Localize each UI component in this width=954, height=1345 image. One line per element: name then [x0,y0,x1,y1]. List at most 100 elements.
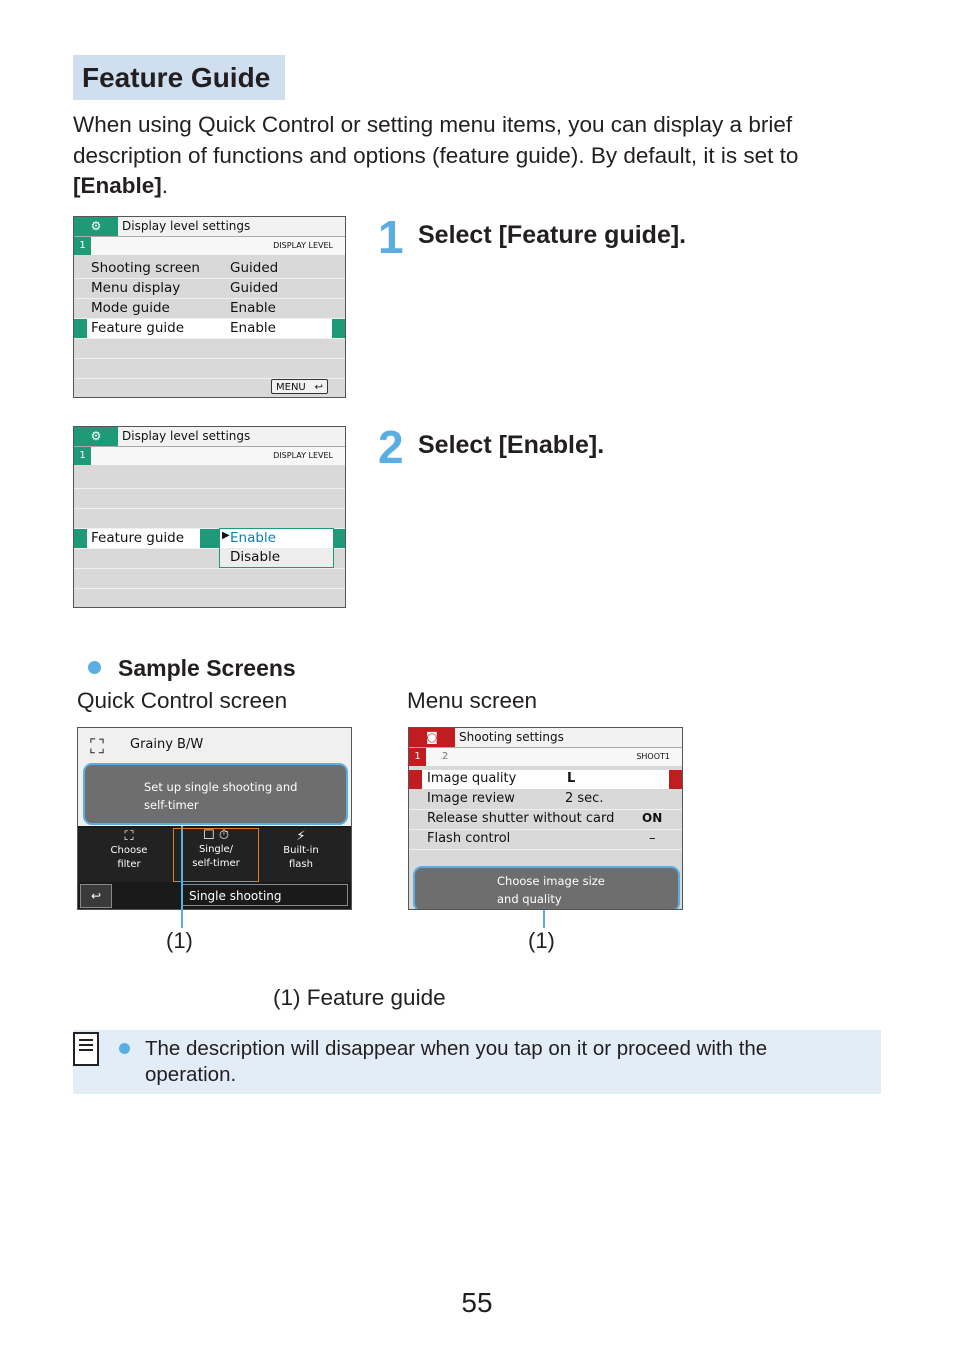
row-value: Enable [230,320,276,336]
callout-label-menu: (1) [528,928,555,953]
menu-row-empty [74,469,345,489]
menu-row[interactable]: Mode guide Enable [74,299,345,319]
menu-back-button[interactable]: MENU ↩ [271,379,328,394]
tab-1[interactable]: 1 [74,447,91,465]
menu-screen-label: Menu screen [407,688,538,713]
row-value: L [567,771,576,786]
step-number-2: 2 [378,421,404,473]
flash-icon: ⚡ [296,829,306,844]
tab-bar: 1 DISPLAY LEVEL [74,447,345,465]
return-icon: ↩ [90,889,102,903]
menu-row[interactable]: Release shutter without card ON [409,810,682,830]
qc-item-filter[interactable]: ⛶ Choose filter [86,830,172,880]
guide-line-2: self-timer [144,798,199,812]
qc-back-button[interactable]: ↩ [80,884,112,908]
menu-header: ◙ Shooting settings [409,728,682,748]
camera-settings-icon: ⚙ [74,427,118,446]
row-label: Shooting screen [91,260,200,276]
qc-item-line1: Built-in [283,845,319,856]
filter-small-icon: ⛶ [124,829,134,844]
menu-row[interactable]: Shooting screen Guided [74,259,345,279]
qc-item-line2: flash [289,859,313,870]
memo-icon [73,1032,99,1066]
menu-row-empty [74,569,345,589]
row-label: Mode guide [91,300,170,316]
note-text: The description will disappear when you … [145,1037,768,1086]
menu-button-label: MENU [276,382,306,393]
menu-tab-1[interactable]: 1 [409,748,426,766]
menu-tab-name: SHOOT1 [636,752,670,761]
callout-line-qc [181,826,183,928]
feature-guide-box: Set up single shooting and self-timer [83,763,348,825]
qc-screen-label: Quick Control screen [77,688,288,713]
callout-line-menu [543,910,545,928]
note-box: The description will disappear when you … [73,1030,881,1094]
row-label: Flash control [427,831,511,846]
qc-item-line2: self-timer [192,858,240,869]
feature-guide-text: Choose image size and quality [497,872,605,908]
self-timer-icon: ☐ ⏱ [203,828,229,843]
filter-name: Grainy B/W [130,737,204,752]
row-value: ON [642,811,663,825]
option-label: Enable [230,530,276,546]
qc-item-flash[interactable]: ⚡ Built-in flash [258,830,344,880]
qc-status: Single shooting [182,884,348,906]
row-label: Feature guide [91,530,185,546]
menu-row-empty [74,489,345,509]
menu-row[interactable]: Menu display Guided [74,279,345,299]
intro-text: When using Quick Control or setting menu… [73,112,799,168]
row-label: Menu display [91,280,181,296]
qc-item-line1: Single/ [198,844,234,855]
screen-header-title: Display level settings [122,429,251,443]
option-label: Disable [230,549,281,565]
row-label: Image review [427,791,515,806]
tab-bar: 1 DISPLAY LEVEL [74,237,345,255]
step-number-1: 1 [378,211,404,263]
menu-row-empty [74,339,345,359]
qc-icon-row: ⛶ Choose filter ☐ ⏱ Single/ self-timer ⚡… [78,828,351,882]
row-label: Release shutter without card [427,811,615,826]
menu-row-selected[interactable]: Feature guide Enable [74,319,345,339]
guide-line-1: Set up single shooting and [144,780,298,794]
feature-guide-text: Set up single shooting and self-timer [144,778,297,814]
menu-row-empty [74,359,345,379]
intro-bold: [Enable] [73,173,162,198]
menu-sample-screen: ◙ Shooting settings 1 2 SHOOT1 Image qua… [408,727,683,910]
sample-heading-text: Sample Screens [118,655,296,681]
callout-caption: (1) Feature guide [273,985,446,1010]
menu-row-empty [74,509,345,529]
intro-paragraph: When using Quick Control or setting menu… [73,110,873,202]
option-enable[interactable]: ▶ Enable [220,529,333,548]
menu-row[interactable]: Image review 2 sec. [409,790,682,810]
menu-tab-bar: 1 2 SHOOT1 [409,748,682,766]
quick-control-screen: ⛶ Grainy B/W Set up single shooting and … [77,727,352,910]
camera-settings-icon: ⚙ [74,217,118,236]
step-text-1: Select [Feature guide]. [418,221,687,249]
row-value: Enable [230,300,276,316]
menu-header-title: Shooting settings [459,730,564,744]
section-title: Feature Guide [82,62,271,93]
tab-name: DISPLAY LEVEL [273,241,333,250]
row-value: – [649,831,656,846]
feature-guide-box: Choose image size and quality [413,866,680,909]
return-icon: ↩ [314,382,323,393]
row-label: Feature guide [91,320,185,336]
menu-row[interactable]: Flash control – [409,830,682,850]
intro-end: . [161,173,169,198]
filter-icon: ⛶ [90,734,104,758]
page-number: 55 [461,1287,493,1318]
row-value: 2 sec. [565,791,604,806]
menu-tab-2[interactable]: 2 [442,751,449,762]
row-value: Guided [230,280,279,296]
sample-heading: Sample Screens [88,655,296,682]
qc-item-line1: Choose [110,845,148,856]
qc-item-line2: filter [117,859,141,870]
qc-item-drive[interactable]: ☐ ⏱ Single/ self-timer [173,828,259,882]
display-level-screen-2: ⚙ Display level settings 1 DISPLAY LEVEL… [73,426,346,608]
option-list: ▶ Enable Disable [219,528,334,568]
step-text-2: Select [Enable]. [418,431,605,459]
menu-row-selected[interactable]: Image quality L [409,770,682,789]
tab-1[interactable]: 1 [74,237,91,255]
option-disable[interactable]: Disable [220,548,333,567]
tab-name: DISPLAY LEVEL [273,451,333,460]
